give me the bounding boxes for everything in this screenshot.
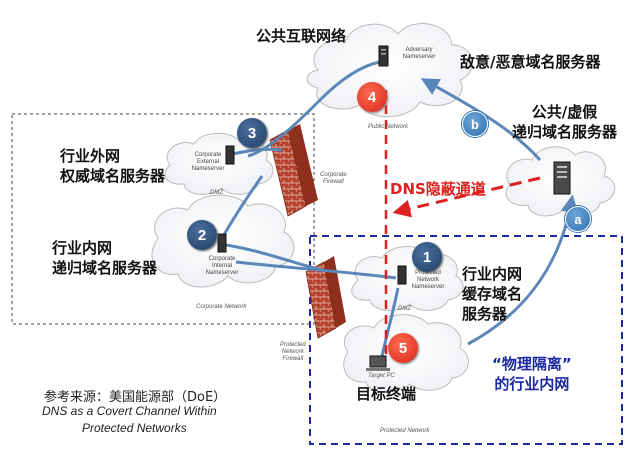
corp-internal-label: 行业内网递归域名服务器	[52, 239, 158, 277]
adversary-server-icon	[378, 45, 389, 67]
corp-ext-server-icon	[225, 145, 235, 165]
protected-firewall	[305, 256, 346, 339]
reference-title-line1: DNS as a Covert Channel Within	[42, 404, 217, 418]
dmz-top-label: DMZ	[210, 190, 223, 196]
step-1-badge: 1	[412, 242, 442, 272]
step-5-badge: 5	[388, 333, 418, 363]
public-internet-label: 公共互联网络	[256, 27, 347, 45]
public-recursive-label: 公共/虚假递归域名服务器	[512, 103, 618, 141]
protected-network-label: Protected Network	[380, 428, 430, 434]
isolated-network-label: “物理隔离”的行业内网	[492, 355, 572, 393]
corp-int-server-icon	[217, 233, 227, 253]
reference-title-line2: Protected Networks	[82, 421, 187, 435]
reference-source: 参考来源：美国能源部（DoE）	[44, 390, 227, 405]
adversary-dns-label: 敌意/恶意域名服务器	[460, 53, 601, 71]
corp-external-label: 行业外网权威域名服务器	[60, 147, 166, 185]
step-3-badge: 3	[237, 118, 267, 148]
protected-ns-label: 行业内网缓存域名服务器	[462, 265, 523, 323]
public-recursive-server-icon	[553, 161, 571, 195]
step-b-badge: b	[462, 111, 488, 137]
arrow-corp-ext-dmz	[231, 147, 283, 156]
prot-ns-server-icon	[397, 265, 407, 285]
step-4-badge: 4	[357, 82, 387, 112]
dns-tunnel-arrow	[392, 176, 541, 218]
target-pc-icon	[366, 355, 390, 371]
corporate-network-label: Corporate Network	[196, 304, 247, 310]
step-a-badge: a	[565, 206, 591, 232]
dmz-bottom-label: DMZ	[398, 306, 411, 312]
arrow-corp-int-link	[219, 242, 323, 272]
arrow-target-to-prot-ns	[380, 287, 400, 357]
target-terminal-label: 目标终端	[356, 385, 417, 403]
corporate-network-box	[11, 113, 315, 325]
protected-network-box	[309, 235, 623, 445]
arrow-corp-ext-to-public	[247, 60, 381, 158]
corporate-dmz-cloud	[164, 132, 274, 195]
step-2-badge: 2	[187, 220, 217, 250]
dns-tunnel-label: DNS隐蔽通道	[390, 180, 486, 198]
public-network-label: Public Network	[368, 124, 409, 130]
corporate-firewall	[269, 124, 318, 217]
target-pc-label: Target PC	[368, 373, 395, 379]
